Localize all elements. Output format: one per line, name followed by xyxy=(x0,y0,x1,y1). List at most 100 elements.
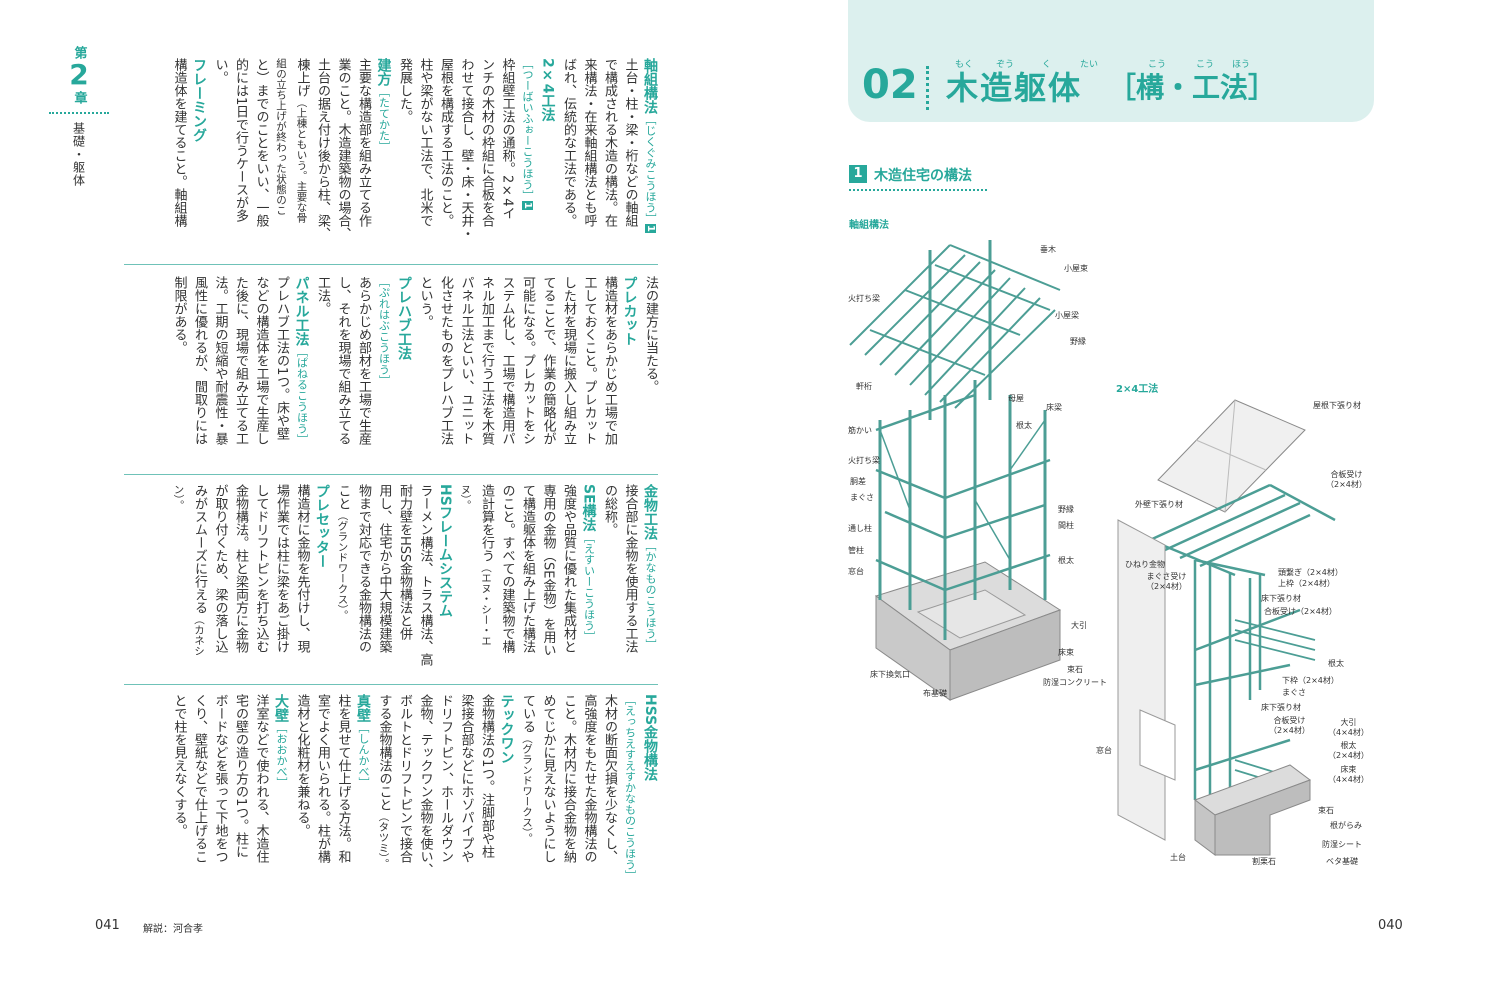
section-underline xyxy=(849,189,987,191)
label-yukashita-bari-2: 床下張り材 xyxy=(1261,703,1301,712)
label-hiuchibari-1: 火打ち梁 xyxy=(848,294,880,303)
term-reading: ［えっちえすえすかなものこうほう］ xyxy=(623,694,637,881)
label-sujikai: 筋かい xyxy=(848,426,872,435)
chapter-prefix: 第 xyxy=(71,46,87,59)
label-koyabari: 小屋梁 xyxy=(1055,311,1079,320)
body-text: プレハブ工法の1つ。床や壁 xyxy=(274,276,289,441)
body-text: あらかじめ部材を工場で生産 xyxy=(356,276,371,445)
text-column: 宅の壁の造り方の1つ。柱に xyxy=(230,694,251,884)
text-column: 主要な構造部を組み立てる作 xyxy=(353,58,374,248)
body-text: 工しておくこと。プレカット xyxy=(581,276,597,445)
text-column: HSフレームシステム xyxy=(435,484,456,674)
label-dosashi: 胴差 xyxy=(850,477,866,486)
text-column: ［えっちえすえすかなものこうほう］ xyxy=(619,694,640,884)
label-toushibashira: 通し柱 xyxy=(848,524,872,533)
text-column: てることで、作業の簡略化が xyxy=(537,276,558,466)
text-column: 木材の断面欠損を少なくし、 xyxy=(599,694,620,884)
diagram-label-2x4: 2×4工法 xyxy=(1116,384,1159,395)
body-text: ている xyxy=(520,694,535,733)
text-column: 場作業では柱に梁をあご掛け xyxy=(271,484,292,674)
body-text: 用し、住宅から中大規模建築 xyxy=(376,484,392,653)
body-text: 専用の金物（SE金物）を用い xyxy=(540,484,556,657)
body-text: 柱や梁がない工法で、北米で xyxy=(417,58,433,227)
text-column: パネル工法といい、ユニット xyxy=(455,276,476,466)
body-text: 組の立ち上げが終わった状態のこ xyxy=(275,58,287,216)
text-column: 棟上げ（上棟ともいう。主要な骨 xyxy=(291,58,312,248)
body-text: 物まで対応できる金物構法の xyxy=(356,484,371,653)
title-number: 02 xyxy=(862,62,918,108)
body-text: た後に、現場で組み立てる工 xyxy=(233,276,248,445)
twobyfour-diagram xyxy=(1117,399,1336,856)
body-text: 造材と化粧材を兼ねる。 xyxy=(294,694,310,837)
text-column: 用し、住宅から中大規模建築 xyxy=(373,484,394,674)
body-text: めてじかに見えないようにし xyxy=(540,694,556,863)
chapter-number: 2 xyxy=(69,58,89,91)
body-text: （カネシ xyxy=(193,614,205,656)
body-text: とで柱を見えなくする。 xyxy=(171,694,187,837)
body-text: 主要な構造部を組み立てる作 xyxy=(356,58,371,227)
body-text: 場作業では柱に梁をあご掛け xyxy=(274,484,289,653)
text-column: パネル工法［ぱねるこうほう］ xyxy=(291,276,312,466)
chapter-name: 基礎・躯体 xyxy=(71,122,86,187)
text-column: ヌ）。 xyxy=(455,484,476,674)
ruby-text: ぞう xyxy=(996,60,1015,70)
text-column: という。 xyxy=(414,276,435,466)
text-column: 耐力壁をHSS金物構法と併 xyxy=(394,484,415,674)
label-neda-1: 根太 xyxy=(1016,421,1032,430)
text-column: 土台の据え付け後から柱、梁、 xyxy=(312,58,333,248)
label-kudabashira: 管柱 xyxy=(848,546,864,555)
term-reading: ［ぱねるこうほう］ xyxy=(295,346,309,445)
term-heading: 真壁 xyxy=(355,694,371,722)
body-text: 構造体を建てること。軸組構 xyxy=(171,58,187,227)
label-neda-2: 根太 xyxy=(1058,556,1074,565)
text-column: 建方［たてかた］ xyxy=(373,58,394,248)
body-text: 金物構法。柱と梁両方に金物 xyxy=(233,484,248,653)
label-yukabari: 床梁 xyxy=(1046,403,1062,412)
chapter-marker: 第 2 章 基礎・躯体 xyxy=(49,46,109,187)
term-reading: ［たてかた］ xyxy=(377,86,391,152)
body-text: が取り付くため、梁の落し込 xyxy=(212,484,228,653)
body-text: こと xyxy=(335,484,351,510)
text-column: HSS金物構法 xyxy=(640,694,661,884)
body-text: （タツミ）。 xyxy=(377,811,390,869)
text-column: ンチの木材の枠組に合板を合 xyxy=(476,58,497,248)
label-magusa-uke: まぐさ受け （2×4材） xyxy=(1146,572,1187,591)
text-column: めてじかに見えないようにし xyxy=(537,694,558,884)
body-text: て構造躯体を組み上げた構法 xyxy=(520,484,535,653)
text-column: 可能になる。プレカットをシ xyxy=(517,276,538,466)
text-band-3: 金物工法［かなものこうほう］接合部に金物を使用する工法の総称。SE構法［えすいー… xyxy=(120,484,660,676)
text-column: 発展した。 xyxy=(394,58,415,248)
label-neda-4: 根太 （2×4材） xyxy=(1328,741,1369,760)
label-obiki-2: 大引 （4×4材） xyxy=(1328,718,1369,737)
ruby-text: く xyxy=(1042,60,1052,70)
text-column: した材を現場に搬入し組み立 xyxy=(558,276,579,466)
text-column: い。 xyxy=(209,58,230,248)
body-text: のこと。すべての建築物で構 xyxy=(499,484,515,653)
body-text: （エヌ・シー・エ xyxy=(480,562,492,646)
label-nunokiso: 布基礎 xyxy=(923,689,947,698)
term-heading: HSフレームシステム xyxy=(437,484,453,618)
text-column: 柱を見せて仕上げる方法。和 xyxy=(332,694,353,884)
text-column: 法の建方に当たる。 xyxy=(640,276,661,466)
text-column: 強度や品質に優れた集成材と xyxy=(558,484,579,674)
text-column: くり、壁紙などで仕上げるこ xyxy=(189,694,210,884)
text-column: 真壁［しんかべ］ xyxy=(353,694,374,884)
body-text: ボルトとドリフトピンで接合 xyxy=(397,694,412,863)
text-column: 軸組構法［じくぐみこうほう］1 xyxy=(640,58,661,248)
body-text: ばれ、伝統的な工法である。 xyxy=(561,58,576,227)
text-column: とで柱を見えなくする。 xyxy=(168,694,189,884)
text-column: 2×4工法 xyxy=(537,58,558,248)
body-text: 金物、テックワン金物を使い、 xyxy=(417,694,433,876)
label-mabashira: 間柱 xyxy=(1058,521,1074,530)
label-yukazuka-1: 床束 xyxy=(1058,648,1074,657)
text-column: 屋根を構成する工法のこと。 xyxy=(435,58,456,248)
figure-ref-badge: 1 xyxy=(522,201,533,210)
body-text: という。 xyxy=(417,276,433,328)
body-text: と）までのことをいい、一般 xyxy=(253,58,269,227)
body-text: ラーメン構法、トラス構法、高 xyxy=(417,484,433,666)
text-column: が取り付くため、梁の落し込 xyxy=(209,484,230,674)
term-reading: ［じくぐみこうほう］ xyxy=(644,114,657,224)
term-reading: ［えすいーこうほう］ xyxy=(582,531,596,642)
body-text: ボードなどを張って下地をつ xyxy=(212,694,228,863)
